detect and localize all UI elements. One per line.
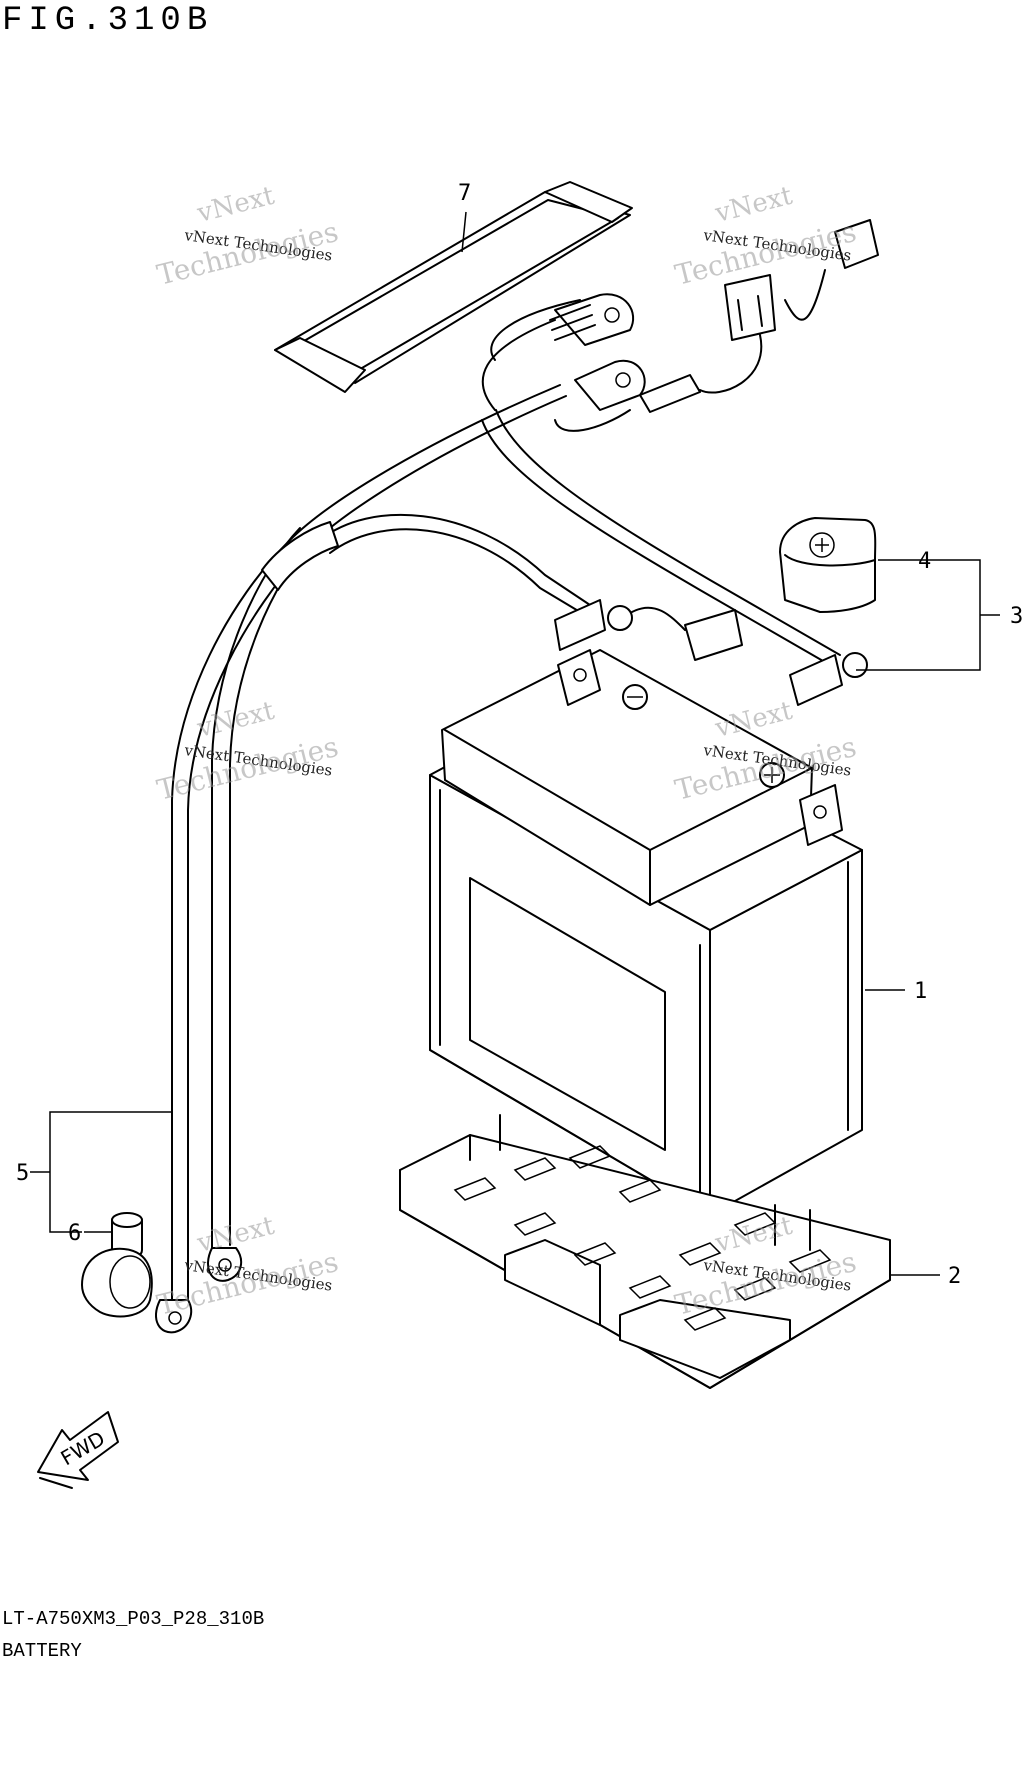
battery-cable-harness (155, 219, 879, 1334)
watermark-bottom-right: vNext Technologies vNext Technologies (672, 1211, 860, 1322)
battery-strap (274, 181, 633, 393)
leader-lines (30, 211, 1000, 1276)
callout-3: 3 (1010, 604, 1023, 629)
terminal-cover (779, 517, 877, 613)
callout-7: 7 (458, 181, 471, 206)
svg-text:Technologies: Technologies (154, 215, 342, 292)
battery-tray (399, 1114, 891, 1389)
callout-5: 5 (16, 1161, 29, 1186)
callout-numbers: 7 4 3 1 2 5 6 (16, 181, 1023, 1289)
cable-boot (81, 1212, 153, 1318)
svg-text:vNext: vNext (711, 181, 795, 229)
watermark-top-left: vNext Technologies vNext Technologies (154, 181, 342, 292)
watermark-mid-left: vNext Technologies vNext Technologies (154, 696, 342, 807)
tray-slots (453, 1145, 832, 1331)
fwd-direction-marker: FWD (37, 1411, 119, 1489)
callout-1: 1 (914, 979, 927, 1004)
svg-text:Technologies: Technologies (154, 730, 342, 807)
battery (429, 649, 863, 1216)
model-code: LT-A750XM3_P03_P28_310B (2, 1608, 265, 1630)
figure-title: FIG.310B (2, 2, 214, 40)
part-name: BATTERY (2, 1640, 82, 1662)
callout-4: 4 (918, 549, 931, 574)
callout-6: 6 (68, 1221, 81, 1246)
svg-text:Technologies: Technologies (154, 1245, 342, 1322)
watermark-bottom-left: vNext Technologies vNext Technologies (154, 1211, 342, 1322)
callout-2: 2 (948, 1264, 961, 1289)
svg-text:vNext: vNext (193, 181, 277, 229)
